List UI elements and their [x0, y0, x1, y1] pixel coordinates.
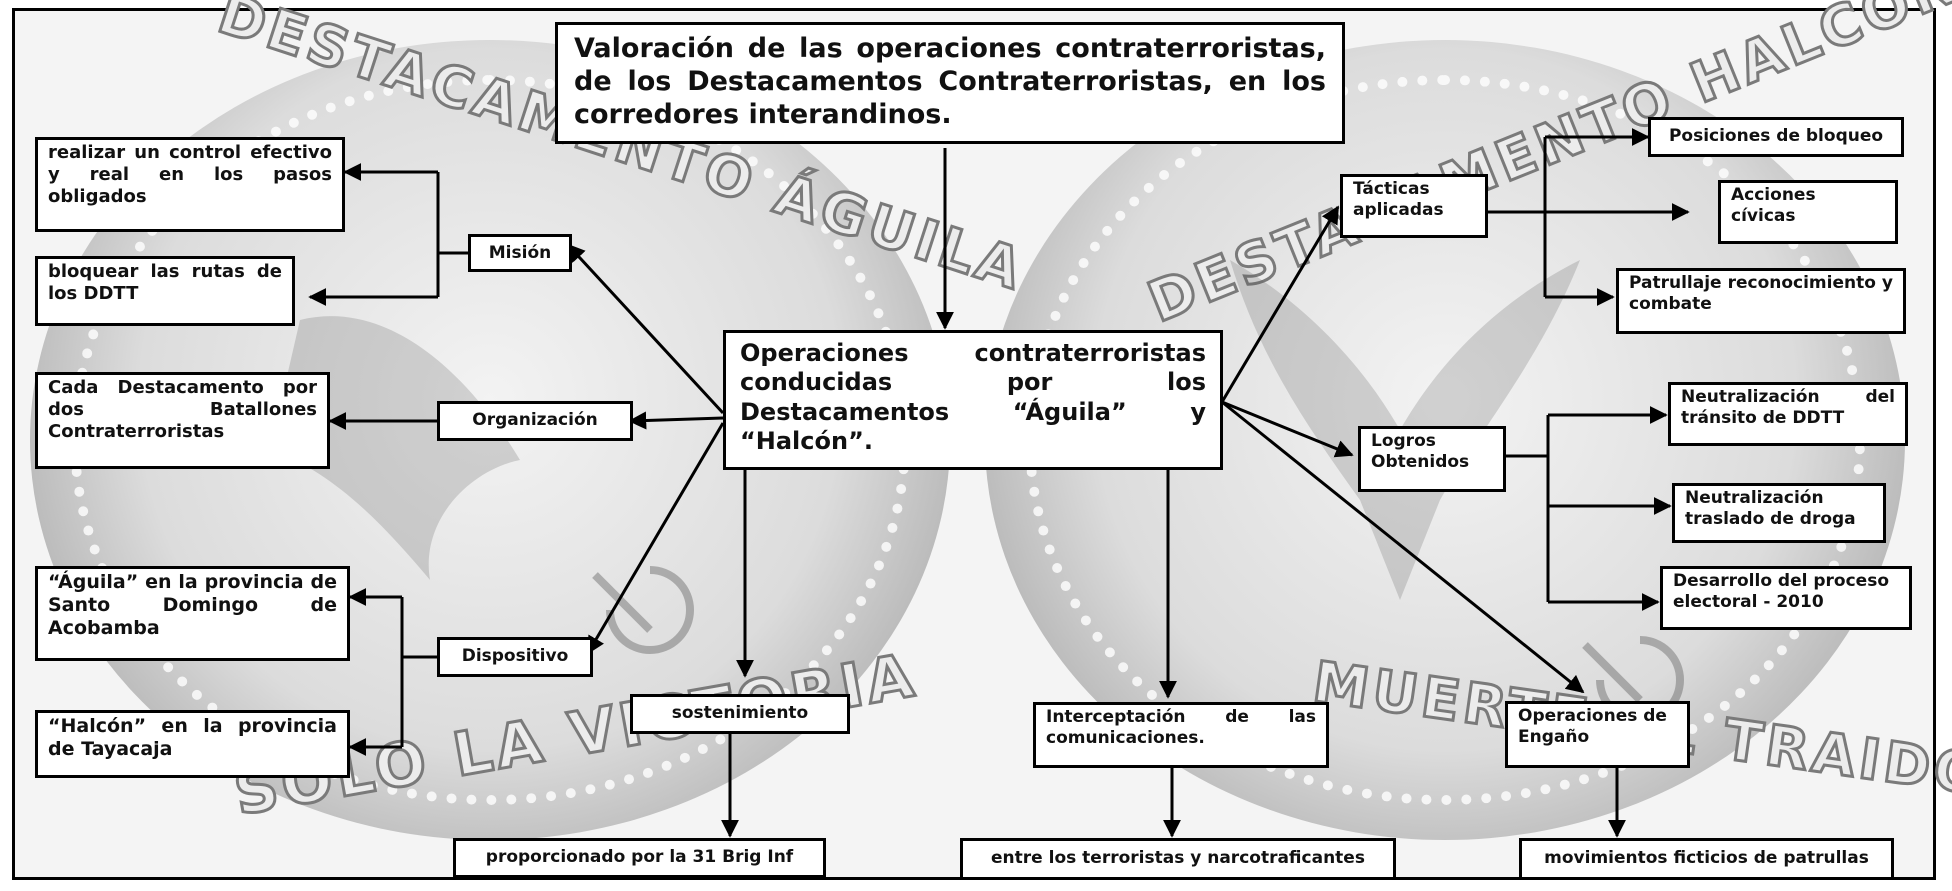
sostenimiento-item-1: proporcionado por la 31 Brig Inf [453, 838, 826, 878]
logros-item-2: Neutralización traslado de droga [1672, 483, 1886, 543]
tacticas-item-2: Acciones cívicas [1718, 180, 1898, 244]
logros-item-1: Neutralización del tránsito de DDTT [1668, 382, 1908, 446]
engano-node: Operaciones de Engaño [1505, 701, 1690, 768]
diagram-title: Valoración de las operaciones contraterr… [555, 22, 1345, 144]
mision-node: Misión [468, 234, 572, 272]
organizacion-node: Organización [437, 401, 633, 441]
organizacion-item-1: Cada Destacamento por dos Batallones Con… [35, 372, 330, 469]
center-node: Operaciones contraterroristas conducidas… [723, 330, 1223, 470]
intercepcion-node: Interceptación de las comunicaciones. [1033, 702, 1329, 768]
tacticas-item-1: Posiciones de bloqueo [1648, 117, 1904, 157]
mision-item-2: bloquear las rutas de los DDTT [35, 256, 295, 326]
eagle-icon [270, 316, 520, 580]
intercepcion-item-1: entre los terroristas y narcotraficantes [960, 838, 1396, 880]
hammer-sickle-icon [592, 566, 694, 654]
dispositivo-node: Dispositivo [437, 637, 593, 677]
sostenimiento-node: sostenimiento [630, 694, 850, 734]
logros-node: Logros Obtenidos [1358, 426, 1506, 492]
mision-item-1: realizar un control efectivo y real en l… [35, 137, 345, 232]
logros-item-3: Desarrollo del proceso electoral - 2010 [1660, 566, 1912, 630]
tacticas-item-3: Patrullaje reconocimiento y combate [1616, 268, 1906, 334]
engano-item-1: movimientos ficticios de patrullas [1519, 838, 1894, 880]
tacticas-node: Tácticas aplicadas [1340, 174, 1488, 238]
dispositivo-item-2: “Halcón” en la provincia de Tayacaja [35, 710, 350, 778]
dispositivo-item-1: “Águila” en la provincia de Santo Doming… [35, 566, 350, 661]
